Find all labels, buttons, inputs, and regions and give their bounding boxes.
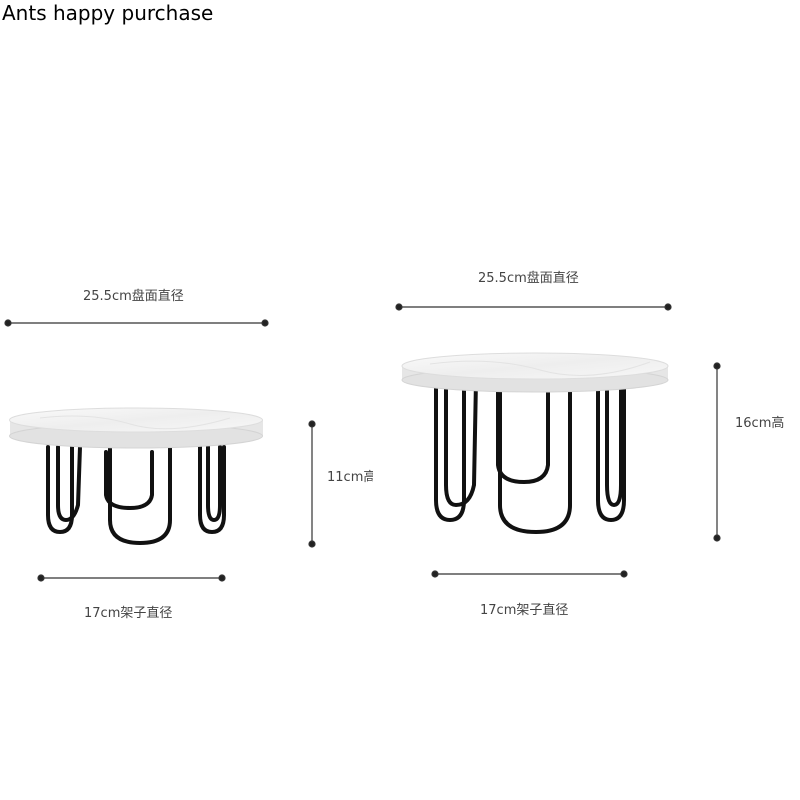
large-top-dimension-line: [395, 303, 672, 311]
large-base-width-label: 17cm架子直径: [480, 603, 569, 618]
small-top-width-label: 25.5cm盘面直径: [83, 289, 184, 304]
large-base-dimension-line: [431, 570, 628, 578]
watermark-text: Ants happy purchase: [2, 1, 214, 25]
large-height-label: 16cm高: [735, 416, 785, 431]
small-stand-legs: [46, 445, 226, 546]
small-stand: [4, 319, 316, 582]
small-top-dimension-line: [4, 319, 269, 327]
large-height-dimension-line: [713, 362, 721, 542]
small-marble-top: [9, 407, 263, 449]
large-stand-legs: [434, 378, 626, 535]
large-top-width-label: 25.5cm盘面直径: [478, 271, 579, 286]
large-marble-top: [401, 352, 669, 393]
small-base-width-label: 17cm架子直径: [84, 606, 173, 621]
large-stand: [395, 303, 721, 578]
small-height-label: 11cm高: [327, 470, 373, 485]
small-height-dimension-line: [308, 420, 316, 548]
small-base-dimension-line: [37, 574, 226, 582]
